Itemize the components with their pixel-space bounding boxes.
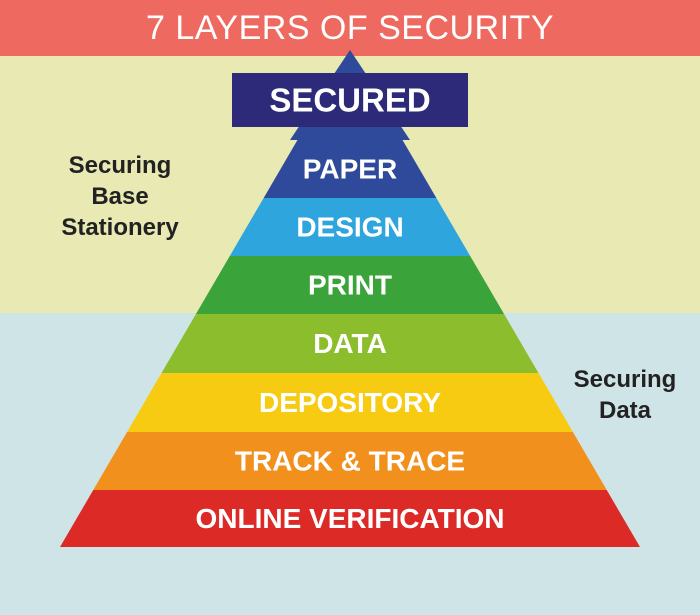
pyramid-layer-label: PRINT [308, 270, 392, 301]
pyramid-layer-label: DEPOSITORY [259, 387, 441, 418]
pyramid-layer-7 [60, 490, 640, 547]
secured-box-background [232, 73, 468, 127]
side-label-right-line: Data [598, 397, 652, 424]
pyramid-layer-label: PAPER [303, 154, 397, 185]
side-label-left-line: Stationery [61, 214, 179, 241]
pyramid-layer-1 [263, 140, 437, 198]
pyramid-layer-label: DATA [313, 328, 387, 359]
pyramid-layers: PAPER DESIGN PRINT DATA DEPOSITORY TRACK & TR… [60, 140, 640, 547]
side-label-securing-data: Securing Data [545, 364, 700, 426]
pyramid-layer-label: TRACK & TRACE [235, 446, 465, 477]
title-band [0, 0, 700, 56]
secured-box: SECURED [232, 73, 468, 127]
pyramid-layer-label: ONLINE VERIFICATION [195, 503, 504, 534]
secured-box-label: SECURED [269, 82, 430, 119]
pyramid-layer-label: DESIGN [296, 212, 403, 243]
side-label-securing-base-stationery: Securing Base Stationery [40, 150, 200, 243]
side-label-left-line: Securing [68, 152, 172, 179]
pyramid-layer-2 [229, 198, 471, 256]
pyramid-layer-3 [195, 256, 505, 314]
side-label-right-line: Securing [573, 366, 677, 393]
pyramid-layer-5 [127, 373, 573, 432]
pyramid-layer-4 [161, 314, 539, 373]
pyramid-layer-6 [93, 432, 607, 490]
side-label-left-line: Base [91, 183, 149, 210]
page-title: 7 LAYERS OF SECURITY [145, 9, 555, 47]
